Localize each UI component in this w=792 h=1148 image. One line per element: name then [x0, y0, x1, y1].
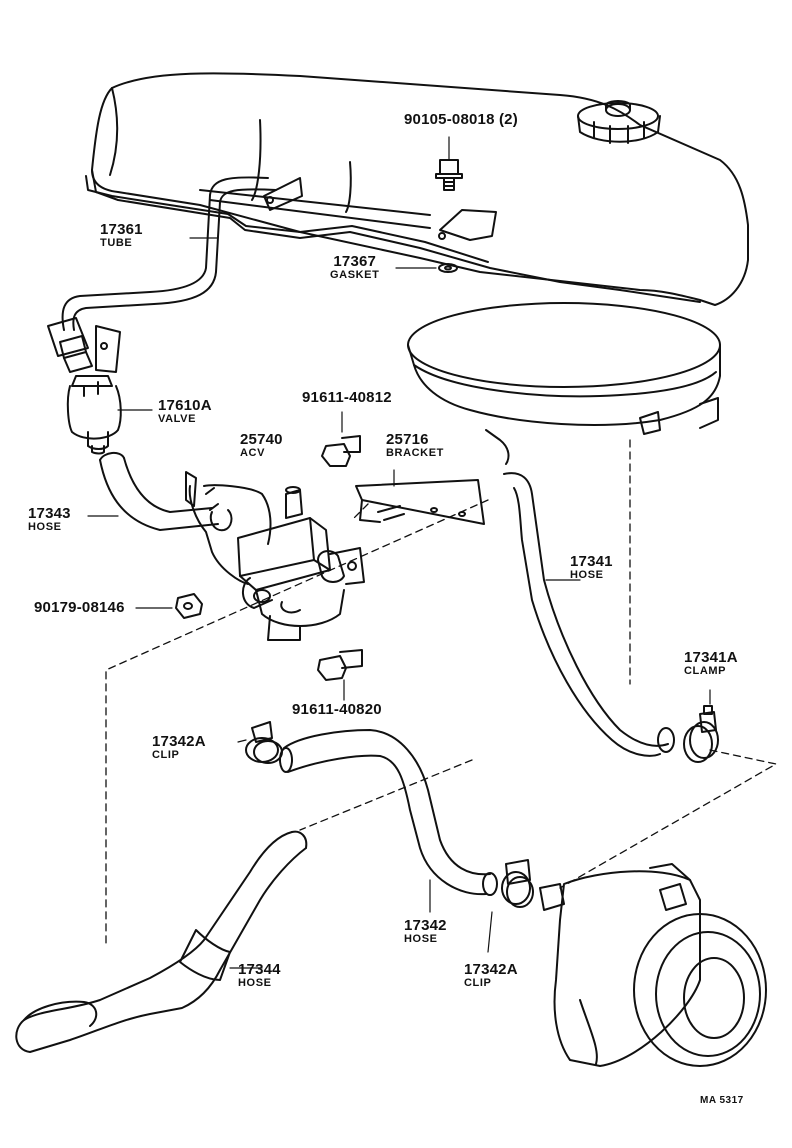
label-91611-40820: 91611-40820	[292, 702, 382, 717]
part-number: 17610A	[158, 397, 212, 414]
gasket-17367	[395, 263, 458, 273]
air-cleaner	[407, 302, 721, 465]
tube-17361	[61, 176, 277, 331]
cylinder-head-cover	[85, 72, 749, 306]
label-91611-40812: 91611-40812	[302, 390, 392, 405]
part-number: 17341A	[684, 649, 738, 666]
part-name: HOSE	[570, 569, 604, 581]
label-17610a: 17610A VALVE	[158, 398, 212, 425]
label-17361: 17361 TUBE	[100, 222, 143, 249]
label-25740: 25740 ACV	[240, 432, 283, 459]
clamp-17341a	[683, 689, 719, 763]
part-name: BRACKET	[386, 447, 444, 459]
label-17342a-top: 17342A CLIP	[152, 734, 206, 761]
oil-filler-cap	[577, 100, 661, 144]
part-number: 17343	[28, 505, 71, 522]
part-name: HOSE	[28, 521, 62, 533]
part-name: CLAMP	[684, 665, 727, 677]
label-17341: 17341 HOSE	[570, 554, 613, 581]
bolt-91611-40820	[317, 649, 363, 701]
part-name: HOSE	[404, 933, 438, 945]
label-17342a-bottom: 17342A CLIP	[464, 962, 518, 989]
part-number: 25716	[386, 431, 429, 448]
valve-17610a	[66, 375, 153, 455]
bracket-25716	[355, 469, 485, 525]
hose-17341	[503, 472, 675, 757]
part-number: 90179-08146	[34, 599, 125, 616]
part-number: 17341	[570, 553, 613, 570]
part-name: TUBE	[100, 237, 133, 249]
hose-17344	[15, 830, 308, 1053]
part-number: 17342	[404, 917, 447, 934]
label-17344: 17344 HOSE	[238, 962, 281, 989]
part-name: GASKET	[330, 269, 380, 281]
clip-17342a-bottom	[487, 859, 534, 953]
diagram-code: MA 5317	[700, 1095, 744, 1106]
part-name: CLIP	[152, 749, 180, 761]
hose-17342	[279, 729, 498, 913]
hose-17343	[87, 452, 219, 531]
part-number: 91611-40812	[302, 389, 392, 406]
label-17342: 17342 HOSE	[404, 918, 447, 945]
part-number: 90105-08018 (2)	[404, 111, 518, 128]
clip-17342a-top	[237, 721, 283, 764]
label-17367: 17367 GASKET	[330, 254, 379, 281]
part-name: CLIP	[464, 977, 492, 989]
part-name: HOSE	[238, 977, 272, 989]
label-90179: 90179-08146	[34, 600, 125, 615]
part-name: VALVE	[158, 413, 197, 425]
label-90105: 90105-08018 (2)	[404, 112, 518, 127]
part-number: 17361	[100, 221, 143, 238]
part-number: 25740	[240, 431, 283, 448]
label-25716: 25716 BRACKET	[386, 432, 444, 459]
dashed-leader-lines	[105, 439, 777, 947]
part-name: ACV	[240, 447, 266, 459]
bolt-90105	[435, 136, 463, 191]
tube-end-fitting	[47, 317, 121, 373]
label-17341a: 17341A CLAMP	[684, 650, 738, 677]
bolt-91611-40812	[321, 411, 361, 467]
part-number: 17367	[333, 253, 377, 270]
air-pump	[539, 863, 767, 1067]
acv-25740	[185, 471, 365, 641]
part-number: 17344	[238, 961, 281, 978]
part-number: 17342A	[152, 733, 206, 750]
nut-90179	[135, 593, 203, 619]
part-number: 91611-40820	[292, 701, 382, 718]
label-17343: 17343 HOSE	[28, 506, 71, 533]
part-number: 17342A	[464, 961, 518, 978]
